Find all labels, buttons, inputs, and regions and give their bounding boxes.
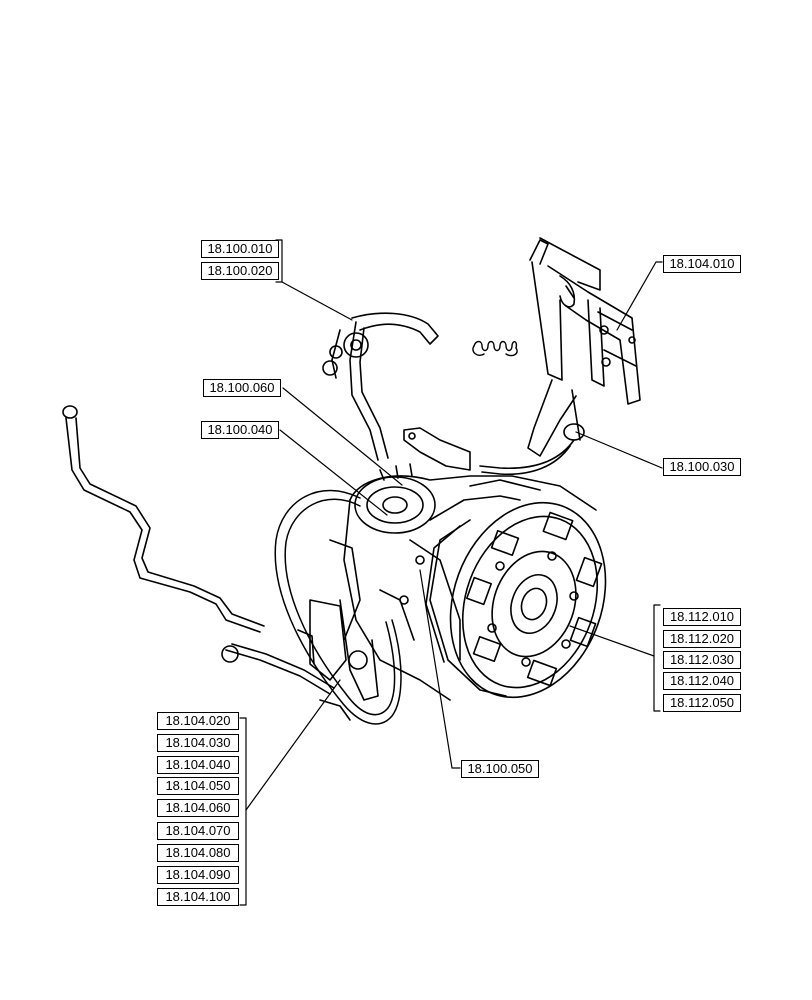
hydraulic-hose	[403, 427, 575, 476]
callout-18-104-010[interactable]: 18.104.010	[663, 255, 741, 273]
callout-18-104-090[interactable]: 18.104.090	[157, 866, 239, 884]
callout-18-100-050[interactable]: 18.100.050	[461, 760, 539, 778]
callout-18-100-030[interactable]: 18.100.030	[663, 458, 741, 476]
callout-18-104-030[interactable]: 18.104.030	[157, 734, 239, 752]
callout-18-104-040[interactable]: 18.104.040	[157, 756, 239, 774]
callout-18-112-040[interactable]: 18.112.040	[663, 672, 741, 690]
callout-18-104-020[interactable]: 18.104.020	[157, 712, 239, 730]
callout-18-112-010[interactable]: 18.112.010	[663, 608, 741, 626]
callout-18-100-040[interactable]: 18.100.040	[201, 421, 279, 439]
leader-lines	[239, 239, 663, 906]
callout-18-112-050[interactable]: 18.112.050	[663, 694, 741, 712]
clutch-disc	[425, 501, 607, 699]
callout-18-104-080[interactable]: 18.104.080	[157, 844, 239, 862]
callout-18-100-060[interactable]: 18.100.060	[203, 379, 281, 397]
oil-pipe	[62, 405, 335, 695]
clutch-pedal-lever	[322, 312, 439, 461]
callout-18-100-010[interactable]: 18.100.010	[201, 240, 279, 258]
callout-18-112-030[interactable]: 18.112.030	[663, 651, 741, 669]
transmission-housing	[297, 463, 597, 721]
callout-18-100-020[interactable]: 18.100.020	[201, 262, 279, 280]
loop-hose	[274, 489, 402, 725]
callout-18-104-060[interactable]: 18.104.060	[157, 799, 239, 817]
callout-18-112-020[interactable]: 18.112.020	[663, 630, 741, 648]
callout-18-104-100[interactable]: 18.104.100	[157, 888, 239, 906]
callout-18-104-050[interactable]: 18.104.050	[157, 777, 239, 795]
pedal-bracket-assembly	[527, 237, 641, 457]
return-spring	[472, 340, 518, 357]
callout-18-104-070[interactable]: 18.104.070	[157, 822, 239, 840]
